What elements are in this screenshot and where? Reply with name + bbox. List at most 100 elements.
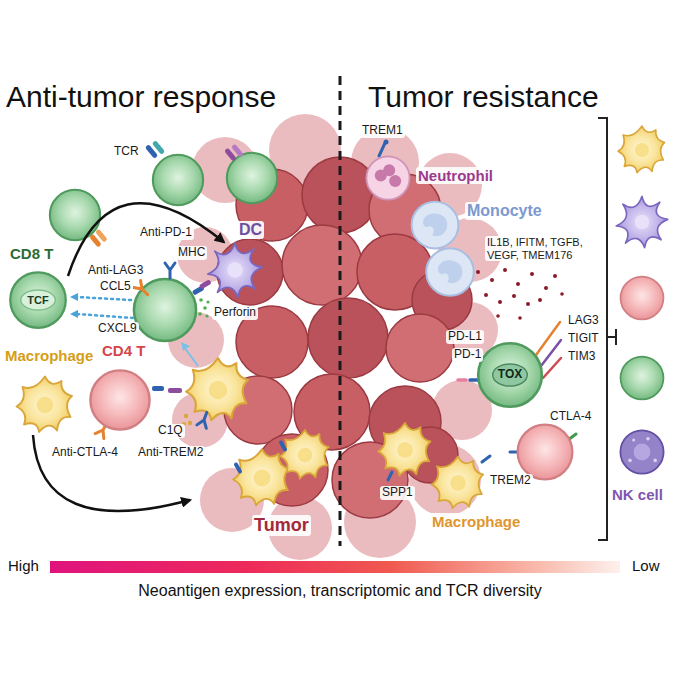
cell-shape — [88, 368, 152, 432]
drug-label: Anti-LAG3 — [86, 264, 145, 278]
cytokine-dots-part — [560, 292, 564, 296]
panel-heading: Anti-tumor response — [4, 80, 278, 115]
tumor-cells-part — [217, 157, 472, 518]
chemokine-arrows-part — [70, 293, 78, 301]
receptors-part — [197, 411, 212, 429]
molecule-label: TIGIT — [566, 332, 601, 346]
nucleus-label: TCF — [27, 294, 48, 307]
scale-end-label: Low — [630, 557, 662, 574]
cytokine-dots-part — [516, 282, 520, 286]
nucleus: TOX — [492, 363, 528, 387]
cell-shape — [207, 242, 263, 298]
chemokine-arrows-part — [77, 297, 131, 300]
scale-end-label: High — [6, 557, 41, 574]
perforin-dots — [198, 298, 209, 317]
molecule-label: SPP1 — [380, 486, 415, 500]
molecule-label: LAG3 — [566, 314, 601, 328]
molecule-label: TIM3 — [566, 350, 597, 364]
cell-label: NK cell — [610, 486, 665, 503]
cell-label: DC — [237, 221, 264, 239]
t-cells-part — [134, 279, 196, 341]
cell-shape — [620, 430, 663, 473]
cell-shape — [15, 375, 75, 435]
tumor-cells — [168, 114, 502, 560]
cell-label: Monocyte — [465, 202, 544, 220]
inhibited-cells-part — [621, 357, 664, 400]
nucleus-shape — [493, 364, 528, 386]
cell-shape — [366, 156, 409, 199]
t-cell: CD4 T — [88, 368, 152, 432]
drug-label: Anti-PD-1 — [138, 226, 194, 240]
cell-label: Neutrophil — [416, 167, 495, 184]
perforin-dots-part — [203, 306, 207, 310]
molecule-label: CTLA-4 — [548, 410, 593, 424]
macrophage-cells-part — [186, 358, 248, 420]
cytokine-dots-part — [476, 270, 480, 274]
cytokine-dots — [476, 268, 564, 320]
inhibited-cells — [616, 126, 667, 399]
cytokine-dots-part — [498, 300, 502, 304]
cell-shape — [208, 243, 263, 298]
resistance-cells-part — [518, 425, 573, 480]
cytokine-dots-part — [512, 294, 516, 298]
panel-heading: Tumor resistance — [366, 80, 601, 115]
inhibited-cells-part — [616, 196, 667, 247]
nucleus: TCF — [20, 289, 56, 311]
receptors-part — [536, 322, 560, 355]
cytokine-dots-part — [518, 316, 522, 320]
gradient-bar — [50, 561, 620, 573]
receptors-part — [134, 281, 152, 299]
t-cell: CD8 TTCF — [8, 270, 68, 330]
receptors-part — [543, 358, 561, 378]
cytokine-dots-part — [496, 314, 500, 318]
molecule-label: CCL5 — [98, 280, 133, 294]
macrophage-cell: Macrophage — [15, 375, 75, 435]
macrophage-cells-part — [280, 430, 329, 479]
receptors-part — [199, 279, 212, 289]
receptors-part — [152, 140, 165, 155]
cell-shape — [431, 456, 483, 508]
cell-label: Macrophage — [430, 513, 522, 530]
t-cells-part — [153, 155, 203, 205]
molecule-label: PD-L1 — [446, 330, 484, 344]
molecule-label: PD-1 — [452, 348, 483, 362]
cell-shape — [90, 370, 149, 429]
cell-shape — [618, 428, 666, 476]
neutrophil-cell: Neutrophil — [364, 154, 412, 202]
receptors-part — [384, 140, 389, 145]
receptors-part — [95, 229, 108, 243]
perforin-dots-part — [198, 312, 202, 316]
resistance-cells — [426, 248, 572, 479]
cell-shape — [364, 154, 412, 202]
receptors-part — [278, 440, 287, 452]
cell-shape — [430, 455, 486, 511]
cytokine-dots-part — [530, 272, 534, 276]
dendritic-cell: DC — [207, 242, 263, 298]
receptors — [89, 140, 576, 481]
receptors-part — [231, 144, 244, 158]
molecule-label: TREM2 — [488, 474, 533, 488]
molecule-label: TREM1 — [360, 124, 405, 138]
tumor-cells-part-part — [386, 314, 454, 382]
cytokine-dots-part — [553, 274, 557, 278]
perforin-dots-part — [199, 298, 203, 302]
cell-label: Macrophage — [3, 347, 95, 364]
chemokine-arrows-part — [184, 347, 198, 366]
scale-caption: Neoantigen expression, transcriptomic an… — [0, 582, 680, 600]
chemokine-arrows-part — [181, 342, 190, 351]
inhibition-bracket-part — [598, 118, 607, 540]
t-cells — [50, 153, 277, 341]
cell-label: CD8 T — [8, 245, 55, 262]
cell-shape — [409, 199, 461, 251]
chemokine-arrows-part — [77, 314, 133, 318]
cell-shape — [17, 377, 73, 433]
receptors-part — [233, 462, 242, 474]
cell-shape — [10, 272, 66, 328]
nk-cell: NK cell — [618, 428, 666, 476]
macrophage-cell: Macrophage — [430, 455, 486, 511]
cell-label: Tumor — [252, 515, 311, 536]
chemokine-arrows-part — [70, 310, 78, 318]
cell-shape — [412, 202, 459, 249]
